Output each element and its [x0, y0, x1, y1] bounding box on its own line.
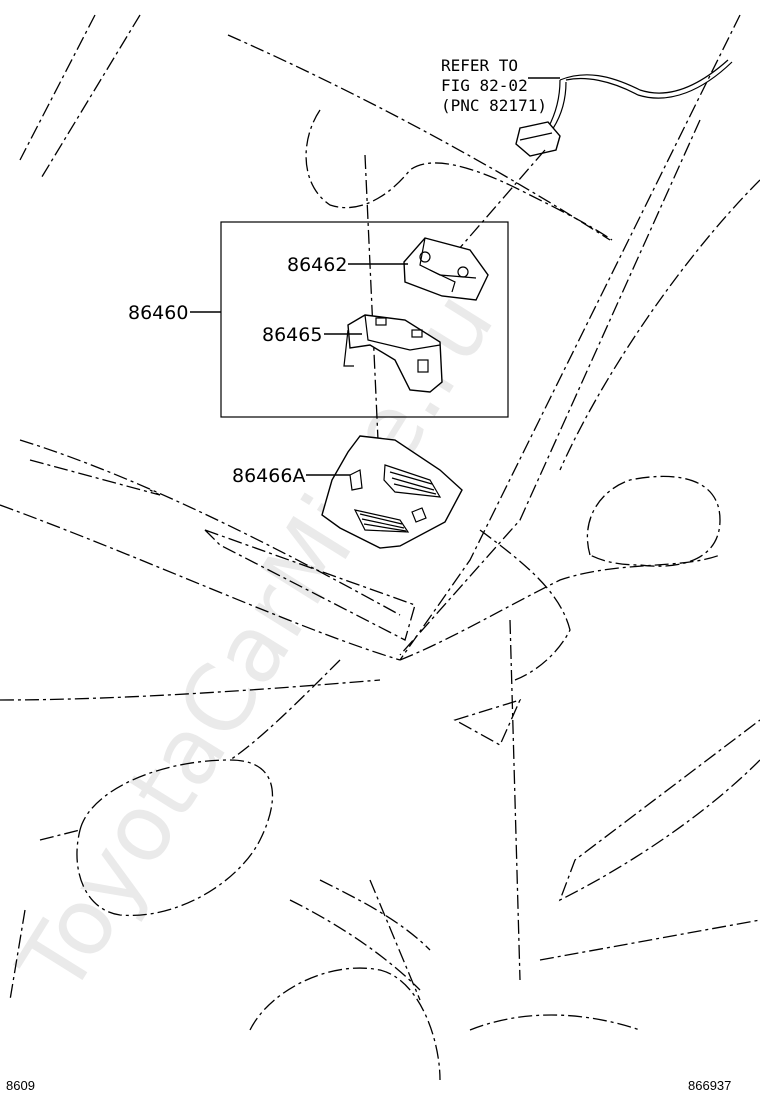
illustration-number: 866937	[688, 1078, 731, 1093]
label-86466A: 86466A	[232, 465, 305, 487]
part-86465-bracket	[343, 314, 443, 393]
label-86462: 86462	[287, 254, 347, 276]
part-86462-camera-bracket	[403, 237, 489, 301]
car-body-outline	[0, 14, 760, 1081]
reference-line-1: REFER TO	[441, 56, 518, 75]
wire-harness	[515, 59, 733, 157]
label-86460: 86460	[128, 302, 188, 324]
assembly-box	[220, 221, 509, 418]
figure-code: 8609	[6, 1078, 35, 1093]
reference-line-3: (PNC 82171)	[441, 96, 547, 115]
reference-line-2: FIG 82-02	[441, 76, 528, 95]
reference-note: REFER TO FIG 82-02 (PNC 82171)	[441, 56, 547, 115]
label-86465: 86465	[262, 324, 322, 346]
